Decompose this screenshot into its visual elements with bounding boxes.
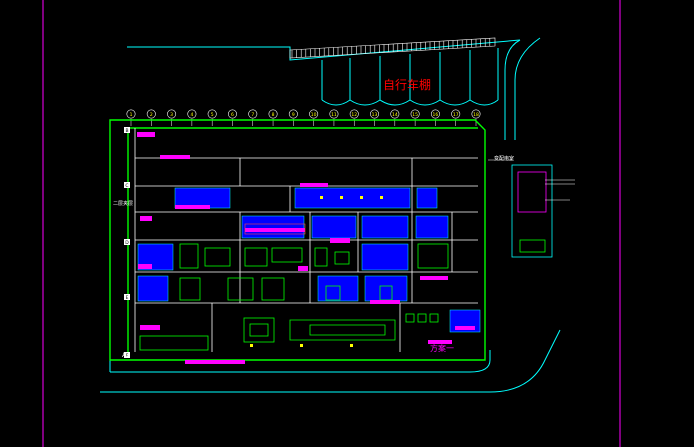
yellow-details [250,196,383,347]
column-grid-label: 2 [150,112,153,118]
column-grid-label: 6 [231,112,234,118]
column-grid-label: 9 [292,112,295,118]
substation-annex [488,159,575,258]
column-grid-label: 12 [351,112,357,118]
row-grid-bubble: E [124,294,130,301]
row-grid-bubble: F [124,352,130,359]
corner-a-label: A [122,351,127,359]
drawing-frame [42,0,621,447]
interior-walls [134,128,478,352]
row-grid-label: E [126,295,129,301]
row-grid-bubble: B [124,127,130,134]
right-note-label: 变配电室 [494,155,514,162]
bike-shed-label: 自行车棚 [383,77,431,92]
column-grid-label: 18 [473,112,479,118]
column-grid-label: 7 [251,112,254,118]
column-grid-label: 8 [272,112,275,118]
scheme-label: 方案一 [430,343,454,353]
equipment-blocks [137,187,481,333]
column-grid-label: 1 [130,112,133,118]
column-grid-label: 10 [311,112,317,118]
column-grid-label: 15 [412,112,418,118]
row-grid-bubble: D [124,239,130,246]
column-grid-label: 16 [433,112,439,118]
red-annotation [244,223,306,235]
column-grid-label: 13 [372,112,378,118]
equipment-details [139,243,449,351]
column-grid-label: 17 [453,112,459,118]
row-grid-label: C [125,183,128,189]
column-grid-label: 3 [170,112,173,118]
column-grid-label: 4 [190,112,193,118]
left-note-label: 二层夹层 [113,200,133,207]
row-grid: B C D E F [124,127,130,359]
row-grid-bubble: C [124,182,130,189]
column-grid-label: 5 [211,112,214,118]
row-grid-label: F [126,353,129,359]
bike-shed-hatch [289,37,496,59]
magenta-tags [137,132,475,364]
column-grid-label: 14 [392,112,398,118]
row-grid-label: D [125,240,129,246]
row-grid-label: B [125,128,128,134]
column-grid-label: 11 [331,112,337,118]
